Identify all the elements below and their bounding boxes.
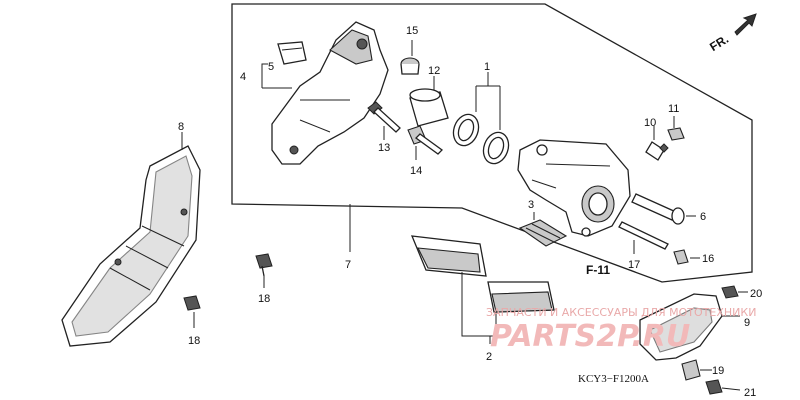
callout-19: 19 (712, 365, 724, 377)
callout-16: 16 (702, 253, 714, 265)
callout-17: 17 (628, 259, 640, 271)
callout-15: 15 (406, 25, 418, 37)
part-14-pin-bolt-icon (407, 125, 443, 155)
callout-2: 2 (486, 351, 492, 363)
drawing-code: KCY3−F1200A (578, 373, 649, 385)
part-10-bleeder-icon (645, 141, 669, 161)
callout-10: 10 (644, 117, 656, 129)
part-19-collar-icon (681, 359, 701, 381)
assembly-outline (231, 3, 753, 283)
part-8-cover-icon (61, 145, 201, 347)
callout-12: 12 (428, 65, 440, 77)
part-15-boot-icon (400, 57, 420, 75)
callout-20: 20 (750, 288, 762, 300)
part-5-clip-icon (277, 41, 307, 65)
part-18-bolt-a-icon (255, 253, 273, 277)
callout-18a: 18 (258, 293, 270, 305)
callout-14: 14 (410, 165, 422, 177)
callout-11: 11 (668, 103, 679, 115)
watermark-line-1: ЗАПЧАСТИ И АКСЕССУАРЫ ДЛЯ МОТОТЕХНИКИ (486, 306, 756, 319)
watermark-line-2: PARTS2P.RU (490, 319, 690, 354)
callout-5: 5 (268, 61, 274, 73)
part-1-piston-seals-icon (452, 113, 510, 165)
part-18-bolt-b-icon (183, 295, 201, 311)
callout-4: 4 (240, 71, 246, 83)
direction-label: FR. (707, 32, 731, 54)
part-6-slide-pin-icon (631, 193, 685, 225)
part-3-pad-spring-icon (518, 219, 568, 247)
part-4-caliper-bracket-icon (271, 21, 389, 165)
part-9-guard-plate-icon (639, 293, 723, 361)
callout-13: 13 (378, 142, 390, 154)
direction-arrow-icon: FR. (707, 13, 757, 54)
part-16-plug-icon (673, 249, 689, 265)
section-ref-label: F-11 (586, 263, 610, 277)
part-12-piston-icon (409, 88, 449, 127)
part-21-bolt-icon (705, 379, 741, 395)
callout-6: 6 (700, 211, 706, 223)
part-2-brake-pad-b-icon (487, 281, 555, 313)
part-11-cap-icon (667, 127, 685, 141)
callout-3: 3 (528, 199, 534, 211)
callout-7: 7 (345, 259, 351, 271)
callout-1: 1 (484, 61, 490, 73)
part-13-bolt-icon (367, 101, 401, 133)
callout-18b: 18 (188, 335, 200, 347)
callout-21: 21 (744, 387, 756, 399)
callout-8: 8 (178, 121, 184, 133)
callout-9: 9 (744, 317, 750, 329)
part-20-screw-icon (721, 285, 739, 299)
part-2-brake-pad-a-icon (410, 235, 487, 277)
caliper-body-icon (517, 139, 631, 237)
part-17-pad-pin-icon (618, 221, 669, 250)
